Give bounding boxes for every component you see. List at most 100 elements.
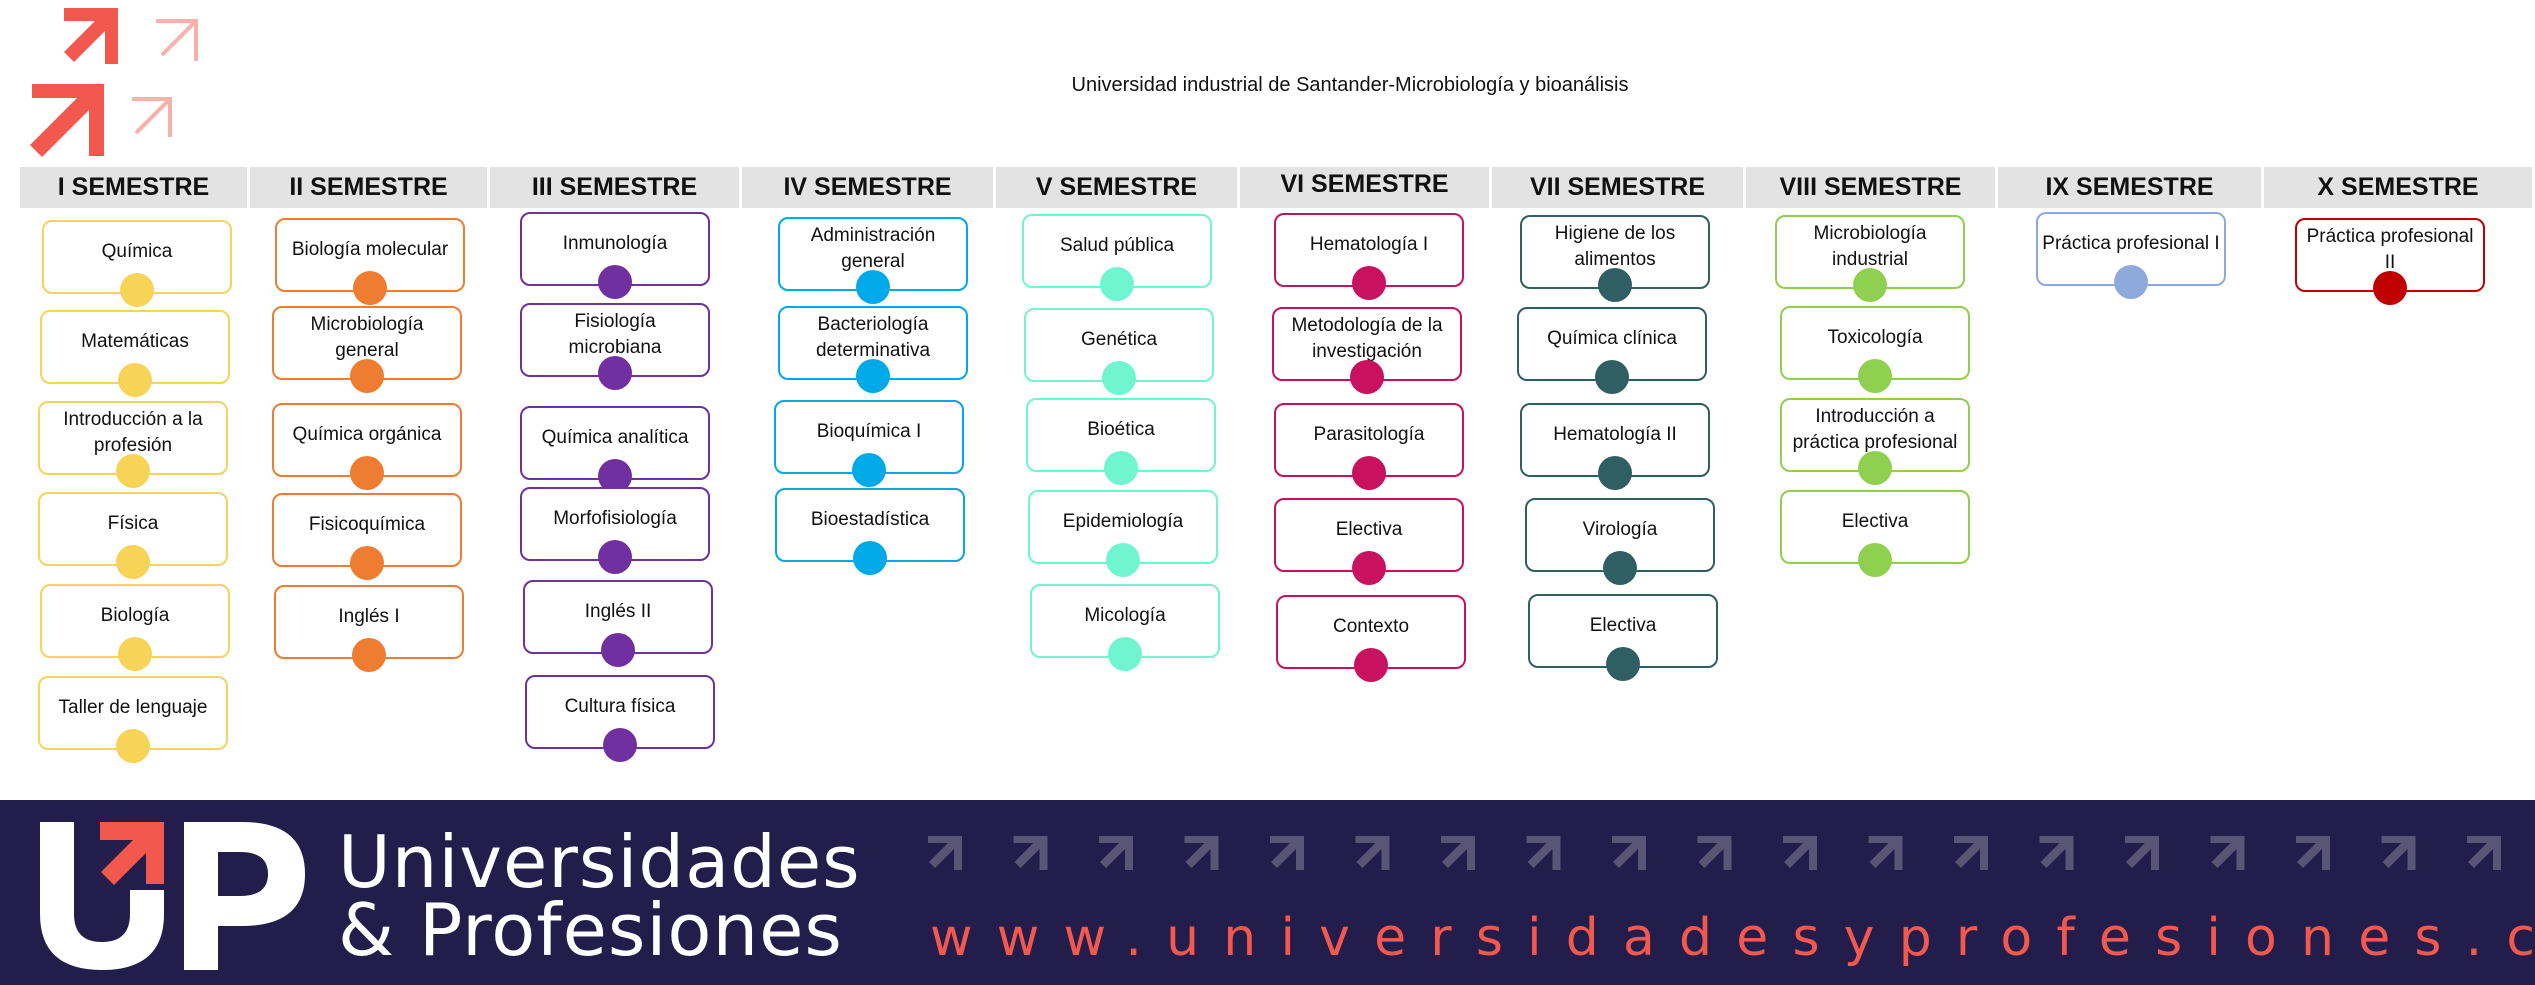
semester-header-4: IV SEMESTRE: [742, 167, 996, 208]
course-dot-marker: [1350, 360, 1384, 394]
course-card: Genética: [1024, 308, 1214, 395]
course-dot-marker: [350, 546, 384, 580]
course-card: Microbiología general: [272, 306, 462, 393]
course-card: Química: [42, 220, 232, 307]
course-dot-marker: [350, 359, 384, 393]
course-dot-marker: [116, 454, 150, 488]
course-name: Inglés II: [584, 600, 652, 622]
course-card: Electiva: [1274, 498, 1464, 585]
footer-arrow-icon: [1270, 836, 1304, 870]
course-dot-marker: [1858, 359, 1892, 393]
course-dot-marker: [598, 540, 632, 574]
brand-line-2: & Profesiones: [338, 888, 843, 972]
page-title: Universidad industrial de Santander-Micr…: [1071, 74, 1629, 96]
course-dot-marker: [1354, 648, 1388, 682]
course-card: Biología: [40, 584, 230, 671]
course-name: Práctica profesional II: [2306, 225, 2474, 273]
footer-arrow-icon: [2210, 836, 2245, 870]
footer-arrow-icon: [2467, 836, 2501, 870]
semester-header-bar: [20, 167, 2532, 208]
course-name: Bioética: [1087, 418, 1155, 440]
course-dot-marker: [598, 265, 632, 299]
brand-name: Universidades & Profesiones: [338, 820, 861, 972]
course-card: Práctica profesional I: [2036, 212, 2226, 299]
course-card: Inglés II: [523, 580, 713, 667]
course-dot-marker: [601, 633, 635, 667]
course-dot-marker: [856, 270, 890, 304]
course-name: Hematología II: [1553, 423, 1677, 445]
course-card: Microbiología industrial: [1775, 215, 1965, 302]
course-card: Morfofisiología: [520, 487, 710, 574]
course-dot-marker: [598, 356, 632, 390]
course-card: Bioestadística: [775, 488, 965, 575]
course-dot-marker: [116, 545, 150, 579]
course-dot-marker: [1106, 543, 1140, 577]
course-name: Taller de lenguaje: [58, 696, 208, 718]
course-dot-marker: [1606, 647, 1640, 681]
course-card: Matemáticas: [40, 310, 230, 397]
course-name: Epidemiología: [1062, 510, 1184, 532]
semester-header-7: VII SEMESTRE: [1492, 167, 1746, 208]
course-card: Bacteriología determinativa: [778, 306, 968, 393]
course-name: Cultura física: [564, 695, 676, 717]
course-name: Introducción a la profesión: [63, 408, 203, 456]
course-card: Cultura física: [525, 675, 715, 762]
course-dot-marker: [2114, 265, 2148, 299]
course-name: Química analítica: [541, 426, 689, 448]
footer-banner: Universidades & Profesiones www.universi…: [0, 800, 2535, 985]
course-dot-marker: [1102, 361, 1136, 395]
course-dot-marker: [853, 541, 887, 575]
footer-arrow-icon: [1355, 836, 1390, 870]
course-card: Bioética: [1026, 398, 1216, 485]
footer-arrow-icon: [1783, 836, 1817, 870]
course-dot-marker: [120, 273, 154, 307]
course-card: Física: [38, 492, 228, 579]
semester-header-5: V SEMESTRE: [996, 167, 1240, 208]
brand-line-1: Universidades: [338, 820, 861, 904]
course-name: Parasitología: [1313, 423, 1425, 445]
course-dot-marker: [116, 729, 150, 763]
course-card: Metodología de la investigación: [1272, 307, 1462, 394]
course-name: Higiene de los alimentos: [1554, 222, 1676, 270]
course-dot-marker: [1598, 456, 1632, 490]
footer-arrow-icon: [1526, 836, 1561, 870]
course-dot-marker: [1858, 543, 1892, 577]
course-card: Inglés I: [274, 585, 464, 672]
course-card: Introducción a práctica profesional: [1780, 398, 1970, 485]
course-dot-marker: [856, 359, 890, 393]
course-name: Química: [101, 240, 173, 262]
course-card: Química clínica: [1517, 307, 1707, 394]
course-name: Bacteriología determinativa: [815, 313, 931, 361]
course-name: Bioestadística: [810, 508, 930, 530]
footer-arrow-icon: [1954, 836, 1988, 870]
course-card: Electiva: [1528, 594, 1718, 681]
course-name: Fisiología microbiana: [568, 310, 662, 358]
course-dot-marker: [1603, 551, 1637, 585]
website-url: www.universidadesyprofesiones.com: [930, 908, 2535, 968]
course-name: Virología: [1582, 518, 1658, 540]
course-name: Microbiología industrial: [1813, 222, 1927, 270]
course-name: Biología molecular: [291, 238, 449, 260]
up-logo: [40, 822, 305, 970]
semester-header-1: I SEMESTRE: [20, 167, 250, 208]
semester-header-6: VI SEMESTRE: [1240, 167, 1492, 208]
semester-header-8: VIII SEMESTRE: [1746, 167, 1998, 208]
semester-header-9: IX SEMESTRE: [1998, 167, 2264, 208]
footer-arrow-icon: [1184, 836, 1219, 870]
course-name: Hematología I: [1309, 233, 1429, 255]
course-dot-marker: [852, 453, 886, 487]
course-dot-marker: [1104, 451, 1138, 485]
course-name: Electiva: [1841, 510, 1909, 532]
course-card: Administración general: [778, 217, 968, 304]
footer-arrow-icon: [2039, 836, 2074, 870]
course-name: Inglés I: [338, 605, 400, 627]
course-card: Fisicoquímica: [272, 493, 462, 580]
footer-arrow-icon: [2296, 836, 2330, 870]
course-name: Contexto: [1332, 615, 1410, 637]
course-name: Toxicología: [1827, 326, 1923, 348]
course-card: Práctica profesional II: [2295, 218, 2485, 305]
course-dot-marker: [2373, 271, 2407, 305]
course-name: Química orgánica: [292, 423, 442, 445]
course-card: Toxicología: [1780, 306, 1970, 393]
semester-header-2: II SEMESTRE: [250, 167, 490, 208]
